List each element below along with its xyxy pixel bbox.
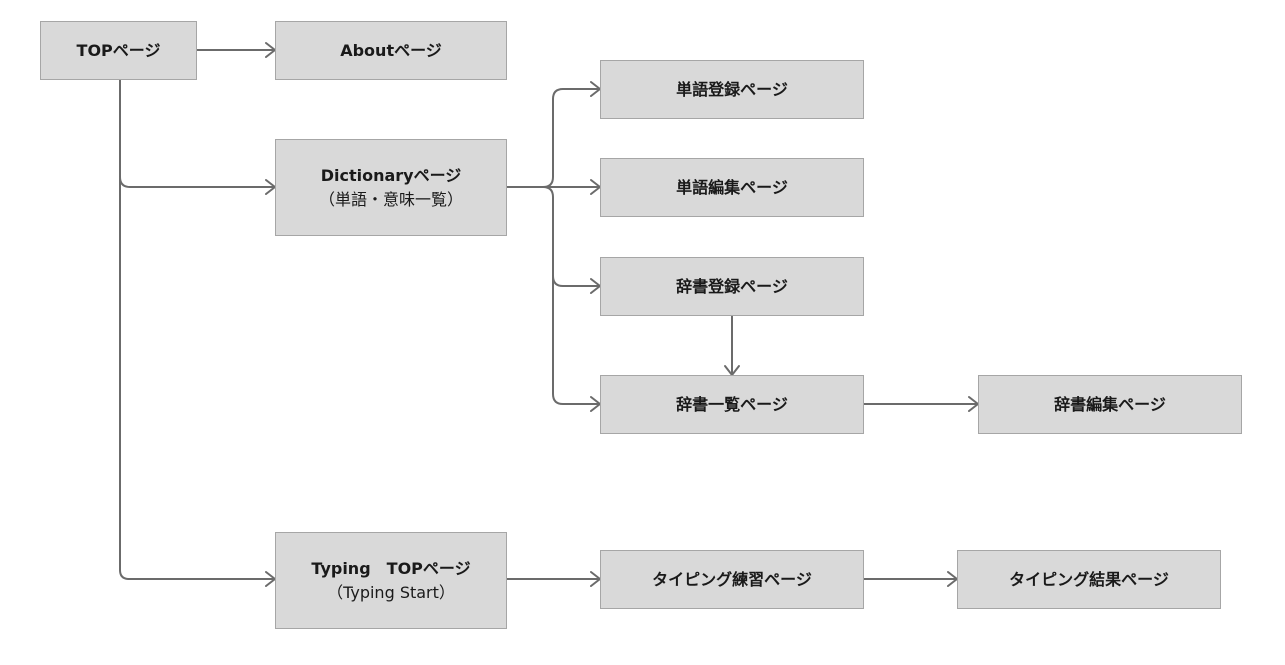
- edge-practice-to-result: [863, 571, 958, 587]
- edge-top-to-about: [196, 42, 276, 58]
- node-typing-practice-title: タイピング練習ページ: [652, 569, 812, 589]
- node-about[interactable]: Aboutページ: [275, 21, 507, 80]
- node-dict-edit-title: 辞書編集ページ: [1054, 394, 1166, 414]
- edge-typing-top-to-practice: [506, 571, 601, 587]
- edge-dictionary-bus: [542, 81, 601, 188]
- node-typing-top[interactable]: Typing TOPページ （Typing Start）: [275, 532, 507, 629]
- edge-top-trunk: [119, 79, 130, 580]
- node-word-register[interactable]: 単語登録ページ: [600, 60, 864, 119]
- node-dictionary-title: Dictionaryページ: [320, 166, 462, 186]
- node-dictionary-subtitle: （単語・意味一覧）: [318, 189, 463, 209]
- node-about-title: Aboutページ: [340, 40, 442, 60]
- node-typing-result[interactable]: タイピング結果ページ: [957, 550, 1221, 609]
- edge-dictionary-to-dict-list: [552, 275, 601, 412]
- edge-top-to-dictionary: [119, 176, 276, 195]
- node-typing-top-title: Typing TOPページ: [311, 559, 471, 579]
- node-top-title: TOPページ: [76, 40, 161, 60]
- node-dict-register-title: 辞書登録ページ: [676, 276, 788, 296]
- edge-dict-register-to-dict-list: [724, 315, 740, 376]
- node-dict-register[interactable]: 辞書登録ページ: [600, 257, 864, 316]
- node-dict-list[interactable]: 辞書一覧ページ: [600, 375, 864, 434]
- edge-dictionary-to-dict-register: [542, 186, 601, 294]
- edge-top-to-typing-top: [128, 571, 276, 587]
- node-typing-result-title: タイピング結果ページ: [1009, 569, 1169, 589]
- edge-dict-list-to-dict-edit: [863, 396, 979, 412]
- node-word-edit[interactable]: 単語編集ページ: [600, 158, 864, 217]
- node-typing-top-subtitle: （Typing Start）: [327, 582, 455, 602]
- node-dict-edit[interactable]: 辞書編集ページ: [978, 375, 1242, 434]
- node-word-edit-title: 単語編集ページ: [676, 177, 788, 197]
- node-dict-list-title: 辞書一覧ページ: [676, 394, 788, 414]
- node-top[interactable]: TOPページ: [40, 21, 197, 80]
- node-typing-practice[interactable]: タイピング練習ページ: [600, 550, 864, 609]
- node-dictionary[interactable]: Dictionaryページ （単語・意味一覧）: [275, 139, 507, 236]
- node-word-register-title: 単語登録ページ: [676, 79, 788, 99]
